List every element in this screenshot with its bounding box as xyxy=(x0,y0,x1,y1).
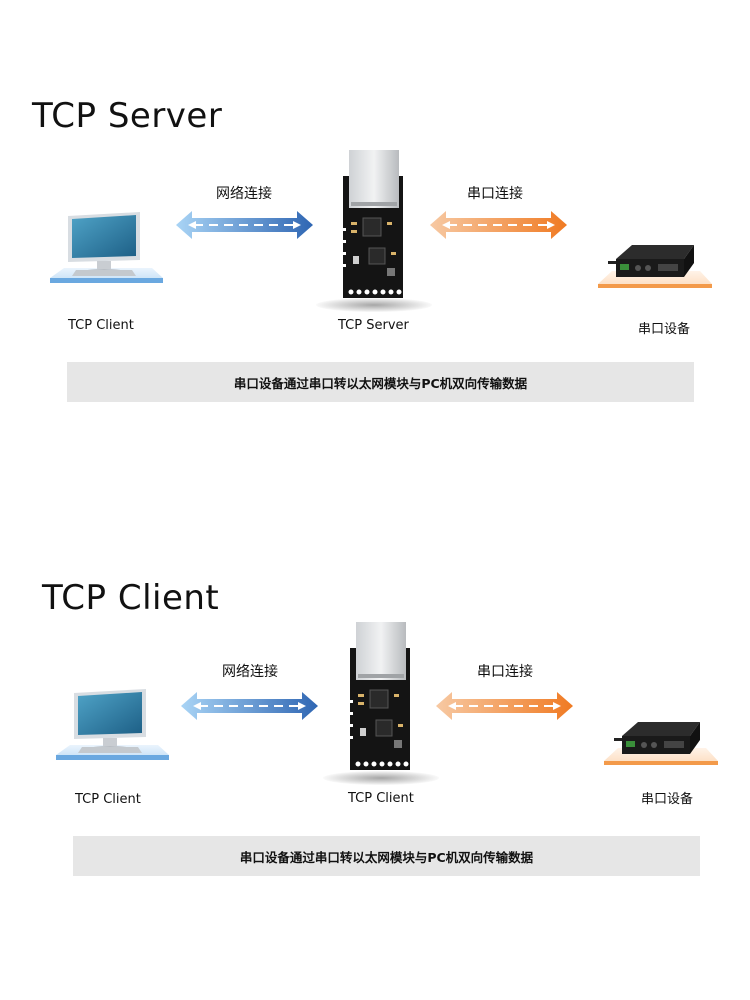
pc-caption: TCP Client xyxy=(68,318,134,333)
device-caption: 串口设备 xyxy=(641,792,694,807)
serial-device-icon xyxy=(598,245,712,288)
network-double-arrow xyxy=(181,692,318,720)
section-title: TCP Client xyxy=(42,578,220,618)
module-shadow xyxy=(316,298,432,312)
tcp-client-section: TCP Client 网络连接 串口连接 TCP Client xyxy=(0,475,750,895)
module-caption: TCP Client xyxy=(348,791,414,806)
serial-device-icon xyxy=(604,722,718,765)
serial-connection-label: 串口连接 xyxy=(467,186,523,202)
pc-caption: TCP Client xyxy=(75,792,141,807)
computer-icon xyxy=(56,689,169,760)
section-title: TCP Server xyxy=(32,96,223,136)
device-caption: 串口设备 xyxy=(638,322,691,337)
network-connection-label: 网络连接 xyxy=(222,664,278,680)
serial-module-icon xyxy=(343,150,403,298)
summary-bar: 串口设备通过串口转以太网模块与PC机双向传输数据 xyxy=(67,362,694,402)
serial-double-arrow xyxy=(430,211,567,239)
serial-module-icon xyxy=(350,622,410,770)
summary-bar: 串口设备通过串口转以太网模块与PC机双向传输数据 xyxy=(73,836,700,876)
network-connection-label: 网络连接 xyxy=(216,186,272,202)
module-shadow xyxy=(323,771,439,785)
serial-double-arrow xyxy=(436,692,573,720)
network-double-arrow xyxy=(176,211,313,239)
tcp-server-section: TCP Server 网络连接 串口连接 TCP Client xyxy=(0,0,750,420)
module-caption: TCP Server xyxy=(338,318,409,333)
computer-icon xyxy=(50,212,163,283)
serial-connection-label: 串口连接 xyxy=(477,664,533,680)
